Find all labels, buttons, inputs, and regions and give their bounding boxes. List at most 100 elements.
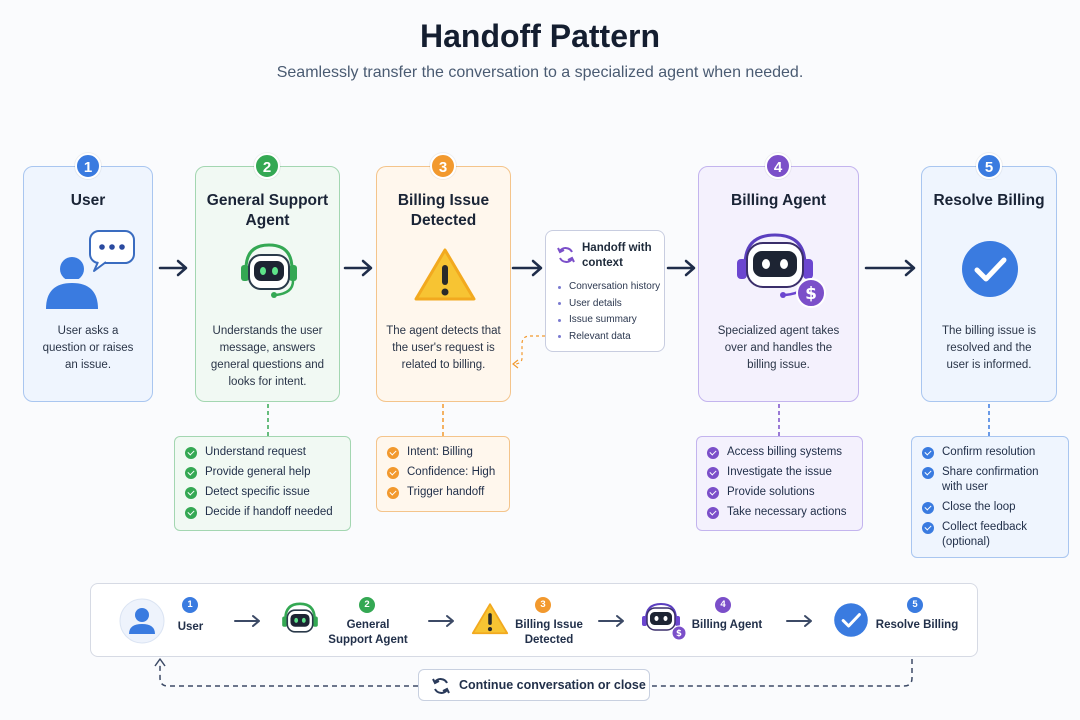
flow-step-number: 5 (907, 597, 923, 613)
step-number-badge: 3 (430, 153, 456, 179)
list-item: Understand request (185, 445, 340, 460)
bullet-icon (558, 318, 561, 322)
summary-flow-bar: 1 User 2 General Support Agent 3 Billing… (90, 583, 978, 657)
list-item: Trigger handoff (387, 485, 499, 500)
step-title: Billing Agent (731, 192, 826, 209)
bullet-icon (558, 285, 561, 289)
list-item: Relevant data (558, 329, 660, 346)
check-icon (707, 506, 719, 519)
step-card-billing-agent: Billing Agent $ Specialized agent takes … (698, 166, 859, 402)
robot-headset-icon (241, 243, 297, 298)
step-card-general-agent: General Support Agent Understands the us… (195, 166, 340, 402)
flow-step-label: General Support Agent (328, 619, 408, 646)
handoff-dashed-arrowhead (512, 359, 519, 369)
check-icon (387, 466, 399, 479)
step-description: The billing issue is resolved and the us… (942, 325, 1036, 371)
check-icon (922, 521, 934, 534)
step-number-badge: 4 (765, 153, 791, 179)
list-item: Issue summary (558, 312, 660, 329)
page-title: Handoff Pattern (420, 18, 660, 54)
list-item: Take necessary actions (707, 505, 852, 520)
check-icon (185, 506, 197, 519)
list-item: Provide general help (185, 465, 340, 480)
bullet-icon (558, 335, 561, 339)
step-card-billing-detected: Billing Issue Detected The agent detects… (376, 166, 511, 402)
step-title: Billing Issue Detected (397, 192, 490, 229)
check-icon (962, 241, 1018, 297)
list-item: Decide if handoff needed (185, 505, 340, 520)
refresh-icon (432, 678, 450, 694)
check-icon (387, 486, 399, 499)
continue-conversation-button[interactable]: Continue conversation or close (418, 669, 650, 701)
list-item: Close the loop (922, 500, 1058, 515)
step-card-resolve: Resolve Billing The billing issue is res… (921, 166, 1057, 402)
list-item: Conversation history (558, 279, 660, 296)
step-title: User (70, 192, 106, 209)
list-item: Provide solutions (707, 485, 852, 500)
billing-robot-icon: $ (737, 233, 826, 308)
check-icon (185, 486, 197, 499)
check-icon (922, 466, 934, 479)
check-icon (387, 446, 399, 459)
robot-headset-icon (282, 602, 318, 633)
handoff-title: Handoff with context (582, 242, 652, 269)
arrow-3-handoff (511, 259, 543, 277)
handoff-item-list: Conversation history User details Issue … (558, 279, 660, 345)
handoff-dashed-link (513, 335, 545, 365)
list-item: Access billing systems (707, 445, 852, 460)
step-title: Resolve Billing (933, 192, 1045, 209)
flow-step-label: Billing Issue Detected (515, 619, 583, 646)
user-icon (119, 598, 165, 644)
arrow-handoff-4 (666, 259, 696, 277)
checklist-billing-agent: Access billing systems Investigate the i… (696, 436, 863, 531)
check-icon (834, 603, 868, 637)
flow-step-label: Billing Agent (691, 619, 763, 631)
step-number-badge: 5 (976, 153, 1002, 179)
flow-step-number: 1 (182, 597, 198, 613)
warning-icon (414, 248, 476, 301)
step-number-badge: 1 (75, 153, 101, 179)
check-icon (922, 446, 934, 459)
flow-step-label: User (177, 621, 204, 633)
arrow-1-2 (158, 259, 188, 277)
step-description: Specialized agent takes over and handles… (717, 325, 840, 371)
continue-label: Continue conversation or close (459, 678, 646, 692)
billing-robot-icon: $ (642, 602, 687, 641)
step-title: General Support Agent (206, 192, 329, 229)
check-icon (922, 501, 934, 514)
check-icon (185, 466, 197, 479)
flow-step-label: Resolve Billing (875, 619, 959, 631)
list-item: User details (558, 296, 660, 313)
step-card-user: User User asks a question or raises an i… (23, 166, 153, 402)
check-icon (707, 466, 719, 479)
checklist-billing-detected: Intent: Billing Confidence: High Trigger… (376, 436, 510, 512)
list-item: Collect feedback (optional) (922, 520, 1058, 550)
check-icon (185, 446, 197, 459)
user-icon (60, 230, 135, 279)
list-item: Confirm resolution (922, 445, 1058, 460)
check-icon (707, 486, 719, 499)
bullet-icon (558, 302, 561, 306)
warning-icon (471, 603, 509, 635)
flow-step-number: 2 (359, 597, 375, 613)
svg-text:$: $ (676, 629, 682, 639)
step-description: User asks a question or raises an issue. (42, 325, 134, 371)
list-item: Investigate the issue (707, 465, 852, 480)
handoff-context-box: Handoff with context Conversation histor… (545, 230, 665, 352)
arrow-2-3 (343, 259, 373, 277)
list-item: Confidence: High (387, 465, 499, 480)
check-icon (707, 446, 719, 459)
list-item: Intent: Billing (387, 445, 499, 460)
flow-step-number: 3 (535, 597, 551, 613)
flow-step-number: 4 (715, 597, 731, 613)
checklist-resolve: Confirm resolution Share confirmation wi… (911, 436, 1069, 558)
list-item: Share confirmation with user (922, 465, 1058, 495)
summary-flow-arrows (234, 615, 812, 627)
user-icon-body (46, 283, 98, 309)
refresh-icon (557, 247, 575, 263)
list-item: Detect specific issue (185, 485, 340, 500)
step-number-badge: 2 (254, 153, 280, 179)
arrow-4-5 (864, 259, 916, 277)
